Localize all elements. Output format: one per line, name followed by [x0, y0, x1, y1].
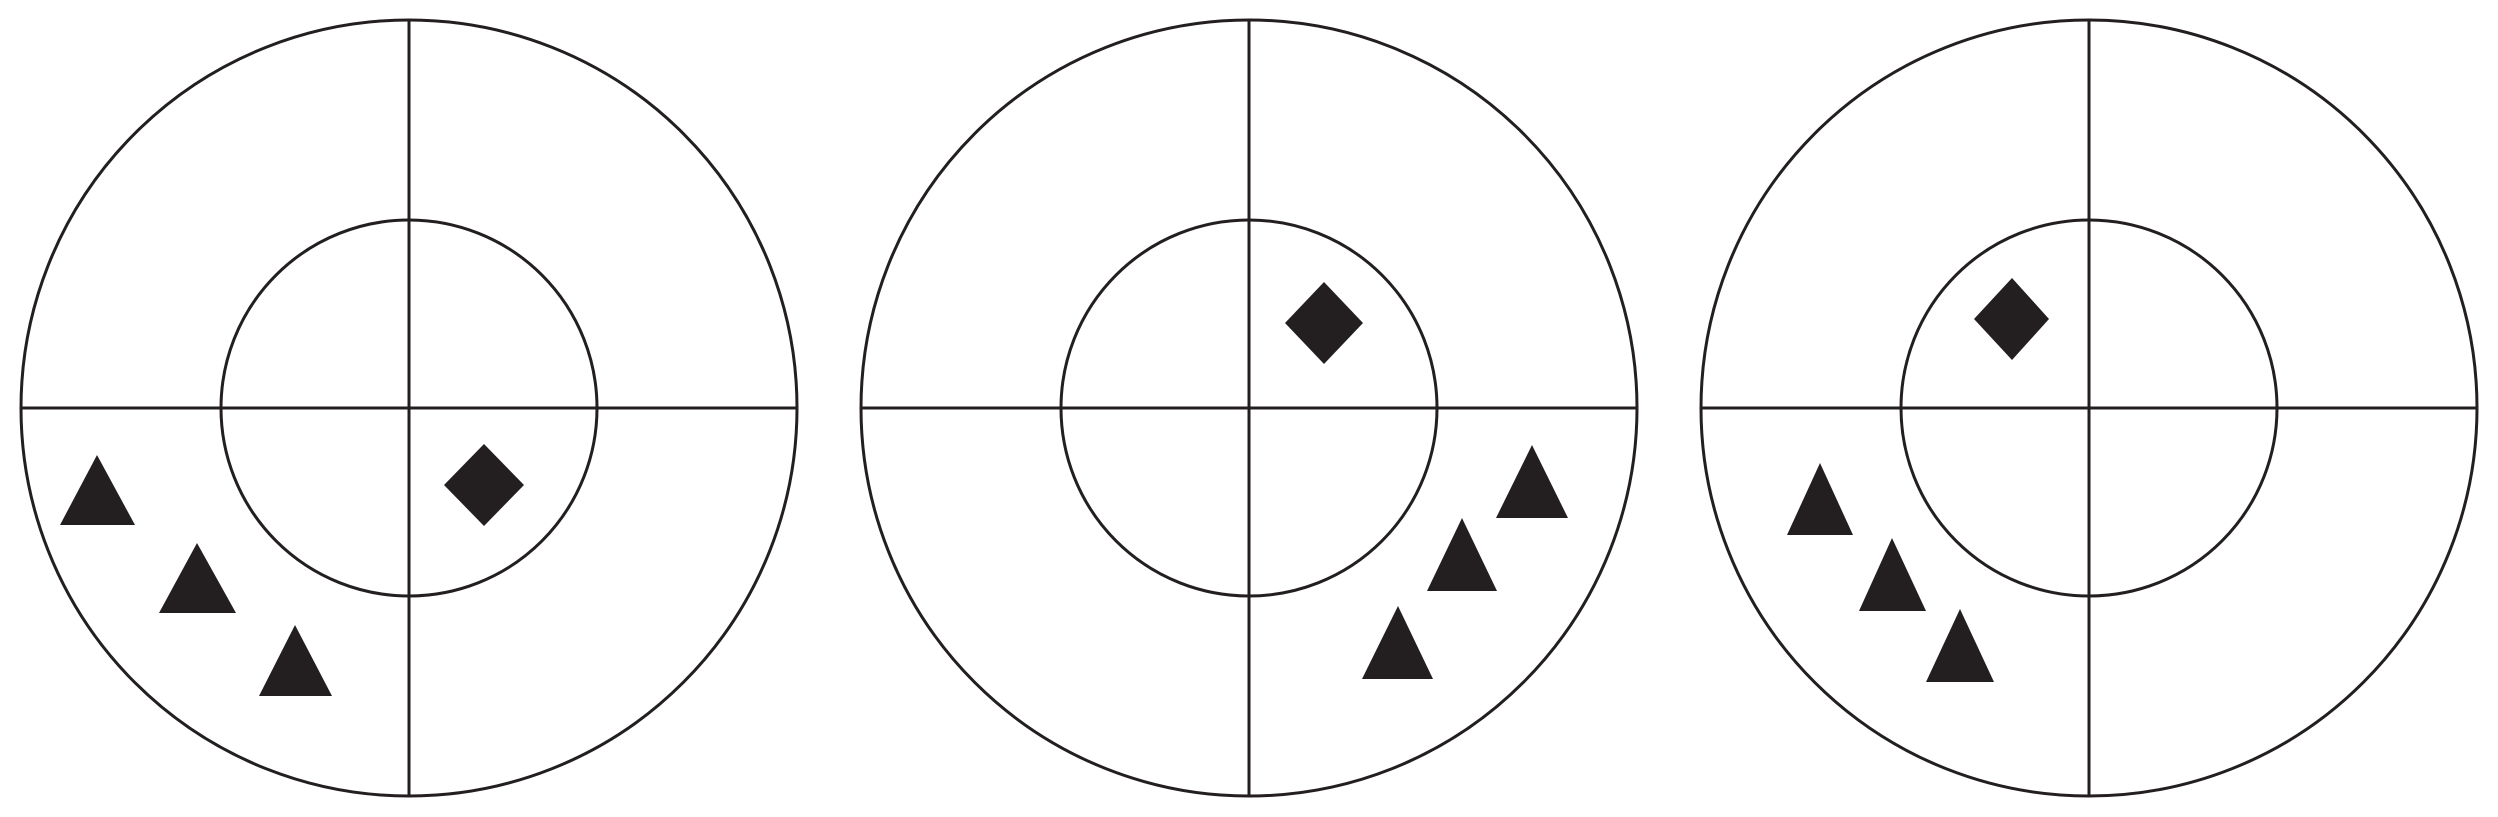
- triangle-marker: [1362, 606, 1433, 679]
- target-right: [1699, 18, 2479, 798]
- triangle-marker: [60, 455, 135, 525]
- triangle-marker: [1787, 463, 1853, 535]
- triangle-marker: [159, 543, 236, 613]
- triangle-marker: [1427, 518, 1497, 591]
- target-left: [19, 18, 799, 798]
- diamond-marker: [1285, 282, 1363, 364]
- triangle-marker: [1859, 538, 1926, 611]
- triangle-marker: [1926, 609, 1994, 682]
- diamond-marker: [1974, 278, 2049, 360]
- triangle-marker: [259, 625, 332, 696]
- diamond-marker: [444, 444, 524, 526]
- targets-layer: [19, 18, 2479, 798]
- triangle-marker: [1496, 445, 1568, 518]
- target-middle: [859, 18, 1639, 798]
